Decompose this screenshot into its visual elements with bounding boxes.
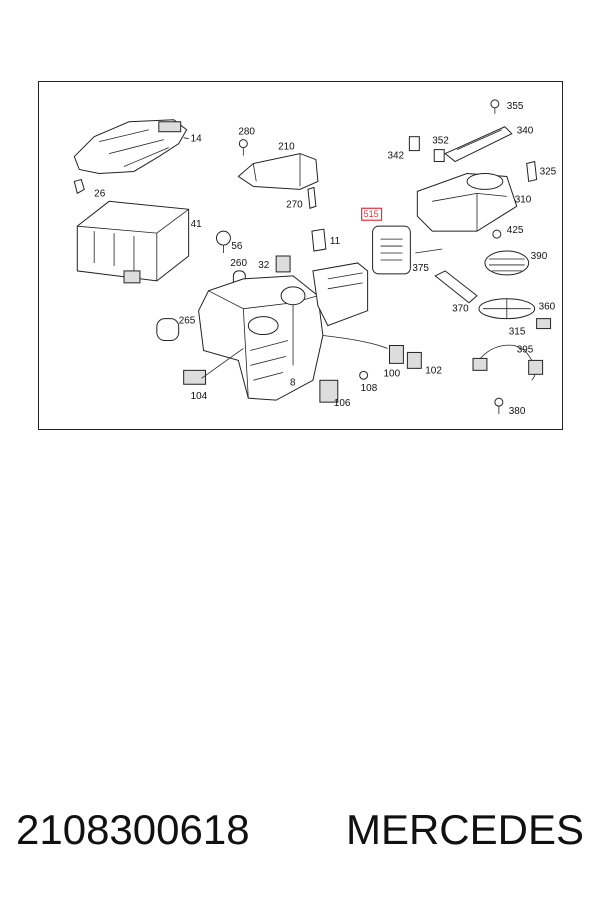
label-56: 56: [231, 241, 243, 252]
part-102-shape: [406, 351, 422, 369]
label-360: 360: [539, 302, 556, 313]
part-375-shape: [415, 248, 443, 254]
part-number: 2108300618: [16, 806, 250, 853]
brand-name: MERCEDES: [345, 806, 584, 853]
label-11: 11: [330, 236, 341, 247]
exploded-view-drawing: 14 26 41 56 260 32 280: [73, 99, 557, 417]
label-41: 41: [191, 219, 203, 230]
label-270: 270: [286, 199, 303, 210]
label-280: 280: [238, 127, 255, 138]
main-hvac-assembly: [198, 275, 324, 401]
label-325: 325: [540, 166, 557, 177]
part-315-shape: [536, 318, 552, 330]
part-340-shape: [444, 126, 513, 163]
label-102: 102: [425, 365, 442, 376]
part-32-shape: [275, 255, 291, 273]
part-106-shape: [319, 379, 339, 403]
part-265-shape: [156, 318, 180, 342]
part-325-shape: [526, 160, 538, 183]
part-central-right: [312, 262, 369, 327]
label-340: 340: [517, 126, 534, 137]
label-370: 370: [452, 304, 469, 315]
label-425: 425: [507, 225, 524, 236]
part-515-cabin-filter: [372, 225, 411, 275]
part-355-shape: [490, 99, 500, 114]
part-210-shape: [237, 153, 319, 190]
part-280-shape: [238, 139, 248, 156]
part-342-shape: [408, 136, 420, 152]
part-104-shape: [183, 369, 207, 385]
highlight-box-515: [361, 207, 383, 221]
label-352: 352: [432, 136, 449, 147]
part-108-shape: [359, 370, 369, 380]
part-390-blower-motor: [484, 250, 530, 276]
part-270-shape: [307, 186, 317, 209]
label-26: 26: [94, 188, 106, 199]
label-106: 106: [334, 398, 351, 409]
label-210: 210: [278, 142, 295, 153]
label-14: 14: [191, 134, 203, 145]
part-14-shape: [73, 119, 188, 174]
parts-diagram: 14 26 41 56 260 32 280: [38, 81, 563, 430]
label-375: 375: [412, 263, 429, 274]
part-11-shape: [311, 228, 327, 252]
product-caption: 2108300618 MERCEDES: [0, 800, 600, 860]
label-342: 342: [387, 151, 404, 162]
label-310: 310: [515, 194, 532, 205]
label-260: 260: [230, 258, 247, 269]
part-352-shape: [433, 149, 445, 163]
label-108: 108: [361, 383, 378, 394]
part-26-shape: [73, 178, 85, 195]
label-390: 390: [531, 251, 548, 262]
part-56-shape: [215, 230, 231, 254]
label-8: 8: [290, 377, 296, 388]
label-32: 32: [258, 260, 270, 271]
part-370-shape: [434, 270, 478, 304]
part-425-shape: [492, 229, 502, 239]
label-380: 380: [509, 406, 526, 417]
label-395: 395: [517, 344, 534, 355]
label-100: 100: [384, 368, 401, 379]
part-380-shape: [494, 397, 504, 415]
label-104: 104: [191, 391, 208, 402]
label-315: 315: [509, 327, 526, 338]
label-355: 355: [507, 101, 524, 112]
part-100-shape: [388, 344, 404, 364]
label-265: 265: [179, 316, 196, 327]
part-310-blower-housing: [416, 172, 518, 232]
part-41-shape: [76, 200, 190, 284]
part-360-fan: [478, 298, 536, 320]
part-395-harness: [472, 344, 544, 381]
label-515: 515: [364, 209, 379, 219]
